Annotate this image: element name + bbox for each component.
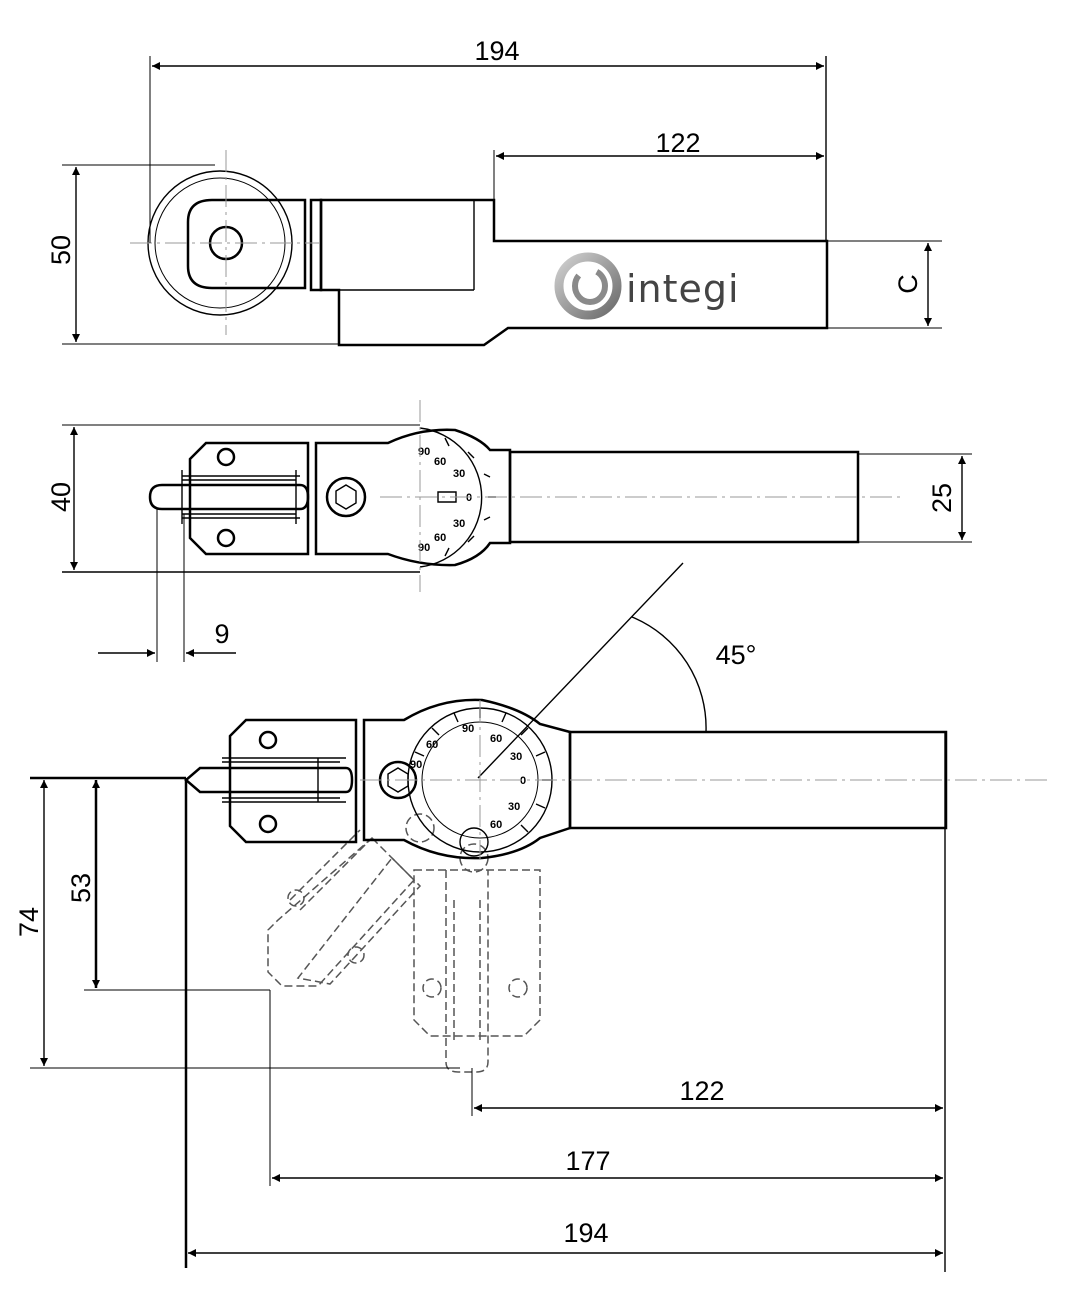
side-scale-label-0: 0 <box>466 492 472 504</box>
pivot-scale-label-60-lower: 60 <box>490 819 502 831</box>
logo-swirl-outer <box>554 252 622 320</box>
side-scale-label-60-bottom: 60 <box>434 532 446 544</box>
dim-label-74: 74 <box>14 907 44 937</box>
angle-label-45: 45° <box>716 640 757 670</box>
side-view-lock-screw-hex <box>335 484 357 510</box>
dim-label-9: 9 <box>214 619 229 649</box>
dim-label-c: C <box>893 274 923 294</box>
pivot-view-screw-bottom <box>258 814 278 834</box>
logo-text: integi <box>626 267 740 311</box>
side-scale-label-90-top: 90 <box>418 446 430 458</box>
side-view-screw-top <box>216 447 236 467</box>
side-view-scale-ticks <box>444 437 496 557</box>
side-view-head <box>314 428 512 567</box>
side-view: 90 60 30 0 30 60 90 40 25 9 <box>46 400 972 662</box>
pivot-scale-label-30: 30 <box>510 751 522 763</box>
pivot-view-lock-screw-hex <box>387 767 409 793</box>
side-view-lock-screw <box>325 476 367 518</box>
side-scale-label-60-top: 60 <box>434 456 446 468</box>
pivot-scale-label-90: 90 <box>462 723 474 735</box>
phantom-clamp-45 <box>267 829 422 987</box>
dim-label-122-bottom: 122 <box>679 1076 724 1106</box>
dim-label-177: 177 <box>565 1146 610 1176</box>
dim-label-40: 40 <box>46 482 76 512</box>
top-view-collar <box>309 198 323 292</box>
dim-label-194-bottom: 194 <box>563 1218 608 1248</box>
dim-label-122-top: 122 <box>655 128 700 158</box>
side-scale-label-90-bottom: 90 <box>418 542 430 554</box>
dim-label-25: 25 <box>927 483 957 513</box>
pivot-scale-label-60: 60 <box>490 733 502 745</box>
phantom-clamp-90 <box>405 813 541 1073</box>
logo-swirl-inner <box>572 267 608 305</box>
brand-logo: integi <box>554 252 740 320</box>
side-scale-label-30-bottom: 30 <box>453 518 465 530</box>
pivot-scale-label-60-left: 60 <box>426 739 438 751</box>
side-view-scale-arc <box>419 427 483 568</box>
side-view-screw-bottom <box>216 528 236 548</box>
pivot-scale-label-90-left: 90 <box>410 759 422 771</box>
pivot-scale-label-30-lower: 30 <box>508 801 520 813</box>
pivot-view-lower-screw <box>459 827 489 857</box>
dim-label-194-top: 194 <box>474 36 519 66</box>
angle-arc-45 <box>631 616 707 733</box>
pivot-view-roller-blade <box>184 766 354 794</box>
pivot-scale-label-0: 0 <box>520 775 526 787</box>
side-view-pointer <box>437 491 457 503</box>
pivot-view-clamp-plate <box>228 718 358 844</box>
side-view-roller-blade <box>148 483 310 511</box>
top-view-body <box>319 198 829 347</box>
top-view: integi 194 122 50 C <box>46 36 942 347</box>
pivot-view: 45° <box>14 562 1050 1272</box>
angle-construction-line <box>477 562 684 779</box>
side-view-clamp-plate <box>188 441 310 556</box>
pivot-view-screw-top <box>258 730 278 750</box>
side-scale-label-30-top: 30 <box>453 468 465 480</box>
dim-label-50: 50 <box>46 235 76 265</box>
pivot-view-scale-ticks <box>414 708 552 833</box>
dim-label-53: 53 <box>66 873 96 903</box>
side-view-shank <box>508 450 860 544</box>
top-view-fork <box>186 198 307 290</box>
